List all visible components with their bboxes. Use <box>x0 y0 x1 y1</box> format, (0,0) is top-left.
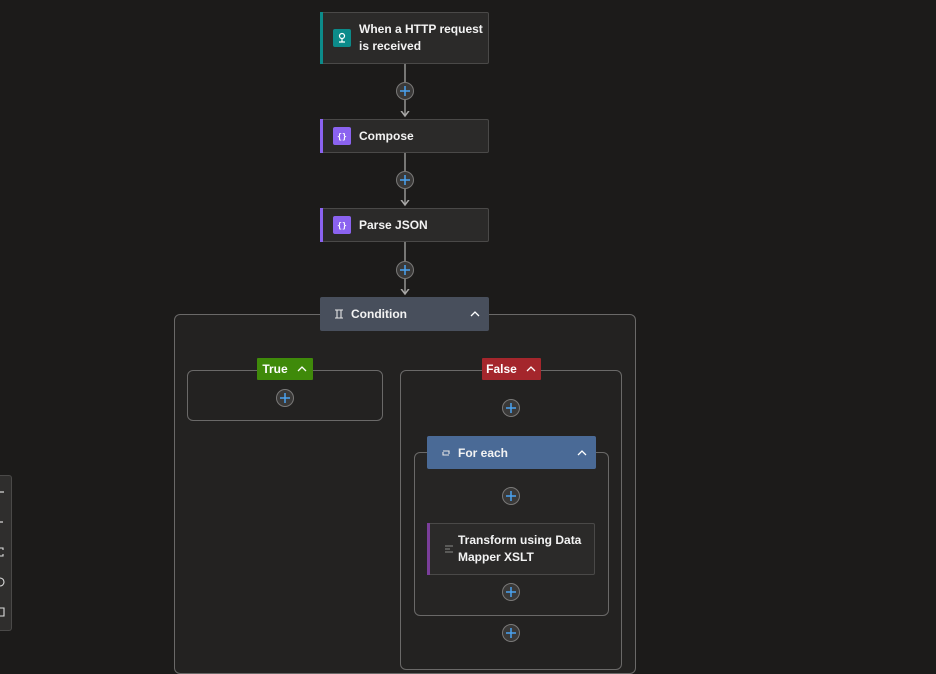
plus-icon <box>400 265 410 275</box>
compose-icon: {} <box>333 127 351 145</box>
true-collapse-chevron-icon[interactable] <box>296 363 308 375</box>
true-branch-label: True <box>262 362 288 376</box>
svg-text:{}: {} <box>337 221 347 230</box>
plus-icon <box>506 628 516 638</box>
plus-icon <box>400 175 410 185</box>
zoom-in-button[interactable] <box>0 478 11 506</box>
compose-card[interactable]: {} Compose <box>320 119 489 153</box>
transform-accent <box>427 523 430 575</box>
zoom-in-icon <box>0 491 4 493</box>
transform-card[interactable]: Transform using Data Mapper XSLT <box>427 523 595 575</box>
http-request-icon <box>333 29 351 47</box>
false-branch-label: False <box>486 362 517 376</box>
compose-accent <box>320 119 323 153</box>
condition-icon <box>333 308 345 320</box>
parse-json-accent <box>320 208 323 242</box>
fit-view-icon <box>0 547 4 557</box>
plus-icon <box>506 491 516 501</box>
false-collapse-chevron-icon[interactable] <box>525 363 537 375</box>
add-loop-action-button[interactable] <box>502 487 520 505</box>
bookmark-button[interactable] <box>0 598 11 626</box>
plus-icon <box>506 587 516 597</box>
condition-label: Condition <box>351 307 407 321</box>
plus-icon <box>506 403 516 413</box>
for-each-collapse-chevron-icon[interactable] <box>576 447 588 459</box>
add-step-button-1[interactable] <box>396 82 414 100</box>
add-false-end-button[interactable] <box>502 624 520 642</box>
collapse-chevron-icon[interactable] <box>469 308 481 320</box>
designer-canvas: When a HTTP request is received {} Compo… <box>0 12 636 674</box>
plus-icon <box>280 393 290 403</box>
canvas-controls <box>0 475 12 631</box>
minimap-button[interactable] <box>0 568 11 596</box>
fit-view-button[interactable] <box>0 538 11 566</box>
parse-json-card[interactable]: {} Parse JSON <box>320 208 489 242</box>
true-branch-header[interactable]: True <box>257 358 313 380</box>
xslt-icon <box>440 540 458 558</box>
loop-icon <box>440 447 452 459</box>
transform-label: Transform using Data Mapper XSLT <box>458 533 582 564</box>
parse-json-label: Parse JSON <box>359 217 428 232</box>
for-each-label: For each <box>458 445 509 460</box>
zoom-out-button[interactable] <box>0 508 11 536</box>
add-step-button-2[interactable] <box>396 171 414 189</box>
add-loop-end-button[interactable] <box>502 583 520 601</box>
trigger-card[interactable]: When a HTTP request is received <box>320 12 489 64</box>
compose-label: Compose <box>359 128 414 143</box>
condition-header[interactable]: Condition <box>320 297 489 331</box>
zoom-out-icon <box>0 521 3 523</box>
false-branch-header[interactable]: False <box>482 358 541 380</box>
add-step-button-3[interactable] <box>396 261 414 279</box>
for-each-header[interactable]: For each <box>427 436 596 469</box>
add-false-action-button[interactable] <box>502 399 520 417</box>
trigger-label: When a HTTP request is received <box>359 22 483 53</box>
plus-icon <box>400 86 410 96</box>
add-true-action-button[interactable] <box>276 389 294 407</box>
minimap-icon <box>0 577 5 587</box>
trigger-accent <box>320 12 323 64</box>
svg-text:{}: {} <box>337 132 347 141</box>
bookmark-icon <box>0 607 5 617</box>
parse-json-icon: {} <box>333 216 351 234</box>
